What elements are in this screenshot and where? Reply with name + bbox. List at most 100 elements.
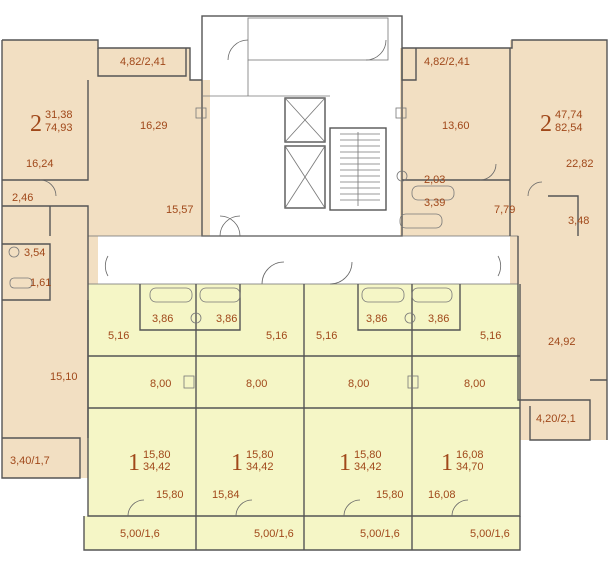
room-area: 15,57 — [166, 204, 194, 216]
stove-icon — [183, 375, 195, 389]
total-area: 34,70 — [456, 461, 484, 473]
room-area: 5,16 — [480, 330, 501, 342]
room-area: 3,86 — [366, 313, 387, 325]
room-area: 8,00 — [150, 378, 171, 390]
room-area: 15,80 — [376, 489, 404, 501]
room-area: 22,82 — [566, 158, 594, 170]
room-area: 5,16 — [108, 330, 129, 342]
studio-balconies-fill — [84, 516, 520, 550]
room-area: 16,24 — [26, 158, 54, 170]
room-area: 2,46 — [12, 192, 33, 204]
right-apartment-area — [400, 40, 607, 440]
room-area: 4,20/2,1 — [536, 413, 576, 425]
room-area: 8,00 — [246, 378, 267, 390]
room-area: 4,82/2,41 — [424, 56, 470, 68]
room-area-labels: 4,82/2,41 4,82/2,41 16,29 16,24 2,46 15,… — [10, 56, 594, 540]
total-area: 34,42 — [246, 461, 274, 473]
bathtub-icon — [399, 213, 443, 229]
right-balcony-fill — [530, 400, 590, 435]
bathtub-icon — [199, 287, 241, 303]
apartment-left-2room: 2 31,38 74,93 — [30, 109, 73, 137]
right-apartment-fill — [400, 48, 510, 236]
left-apartment-fill-3 — [190, 80, 210, 236]
balcony-area: 5,00/1,6 — [120, 528, 160, 540]
total-area: 74,93 — [45, 122, 73, 134]
room-area: 3,54 — [24, 247, 45, 259]
room-area: 13,60 — [442, 120, 470, 132]
balcony-area: 5,00/1,6 — [360, 528, 400, 540]
living-area: 15,80 — [354, 449, 382, 461]
bathtub-icon — [411, 287, 453, 303]
left-apartment-area — [2, 40, 210, 478]
living-area: 15,80 — [246, 449, 274, 461]
core-top-room — [247, 17, 389, 61]
room-area: 15,80 — [156, 489, 184, 501]
sink-icon — [9, 277, 33, 289]
living-area: 15,80 — [143, 449, 171, 461]
room-area: 15,84 — [212, 489, 240, 501]
balcony-area: 5,00/1,6 — [470, 528, 510, 540]
room-area: 3,48 — [568, 215, 589, 227]
room-area: 5,16 — [266, 330, 287, 342]
room-area: 5,16 — [316, 330, 337, 342]
stove-icon — [195, 107, 207, 119]
living-area: 16,08 — [456, 449, 484, 461]
room-area: 2,03 — [424, 174, 445, 186]
apartment-right-2room: 2 47,74 82,54 — [540, 109, 583, 137]
doors — [39, 39, 543, 517]
room-area: 3,39 — [424, 197, 445, 209]
toilet-icon — [404, 312, 416, 324]
room-area: 3,86 — [428, 313, 449, 325]
balcony-area: 5,00/1,6 — [254, 528, 294, 540]
studio-3: 1 15,80 34,42 — [339, 449, 382, 476]
corridor — [87, 235, 519, 285]
elevator-1 — [284, 97, 326, 143]
room-count: 1 — [339, 450, 351, 476]
fixtures — [8, 107, 455, 389]
room-count: 1 — [231, 450, 243, 476]
toilet-icon — [190, 312, 202, 324]
room-area: 1,61 — [30, 277, 51, 289]
bathtub-icon — [149, 287, 193, 303]
room-area: 3,86 — [216, 313, 237, 325]
studio-1: 1 15,80 34,42 — [128, 449, 171, 476]
living-area: 31,38 — [45, 109, 73, 121]
studio-2: 1 15,80 34,42 — [231, 449, 274, 476]
room-count: 1 — [441, 450, 453, 476]
room-area: 8,00 — [464, 378, 485, 390]
room-area: 16,29 — [140, 120, 168, 132]
toilet-icon — [8, 246, 20, 258]
left-apartment-fill-2 — [98, 48, 190, 236]
room-area: 8,00 — [348, 378, 369, 390]
total-area: 34,42 — [143, 461, 171, 473]
room-area: 3,86 — [152, 313, 173, 325]
bathtub-icon — [411, 185, 455, 201]
room-area: 3,40/1,7 — [10, 455, 50, 467]
room-area: 15,10 — [50, 371, 78, 383]
stove-icon — [395, 107, 407, 119]
room-area: 24,92 — [548, 336, 576, 348]
stove-icon — [407, 375, 419, 389]
bathtub-icon — [361, 287, 405, 303]
stair-steps — [340, 132, 380, 206]
right-apartment-fill-3 — [518, 236, 607, 406]
room-area: 7,79 — [494, 204, 515, 216]
room-count: 2 — [540, 111, 552, 137]
toilet-icon — [396, 170, 408, 182]
core-outline — [201, 15, 403, 237]
room-area: 16,08 — [428, 489, 456, 501]
room-count: 1 — [128, 450, 140, 476]
total-area: 34,42 — [354, 461, 382, 473]
building-core — [201, 15, 403, 237]
staircase — [329, 127, 387, 211]
total-area: 82,54 — [555, 122, 583, 134]
left-balcony-fill — [2, 438, 80, 478]
room-count: 2 — [30, 111, 42, 137]
studio-area — [84, 284, 520, 550]
room-area: 4,82/2,41 — [120, 56, 166, 68]
elevator-2 — [284, 145, 326, 209]
walls — [1, 39, 608, 551]
living-area: 47,74 — [555, 109, 583, 121]
